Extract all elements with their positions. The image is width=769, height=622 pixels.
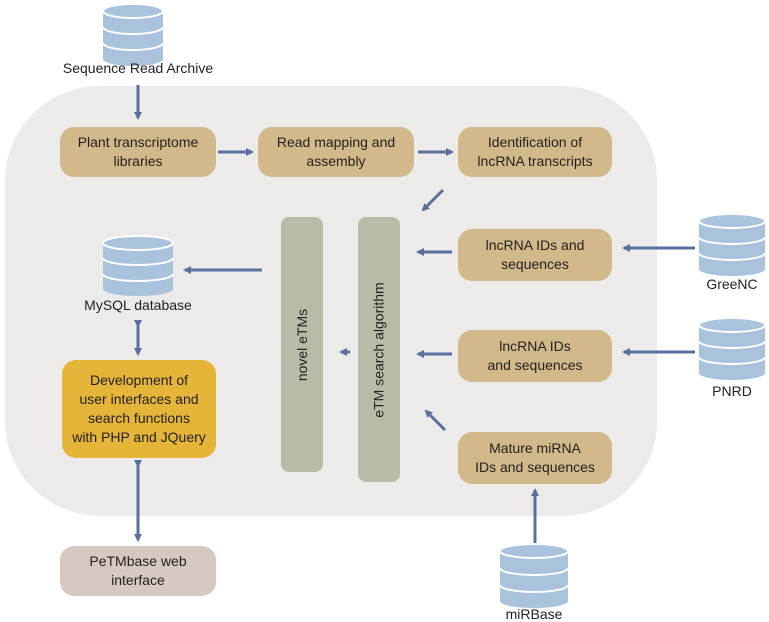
bar-etm-search-algorithm-label: eTM search algorithm — [371, 281, 388, 418]
arrow-identification-to-algorithm — [421, 188, 445, 212]
label-sra: Sequence Read Archive — [62, 60, 214, 76]
box-plant-transcriptome: Plant transcriptome libraries — [60, 127, 216, 177]
box-lncrna-ids-1: lncRNA IDs and sequences — [458, 229, 612, 281]
database-icon-sra — [102, 3, 164, 66]
bar-etm-search-algorithm: eTM search algorithm — [358, 217, 400, 482]
label-mirbase: miRBase — [505, 606, 563, 622]
database-icon-mirbase — [499, 543, 569, 608]
label-mysql: MySQL database — [84, 297, 192, 313]
database-icon-pnrd — [698, 317, 766, 380]
box-lncrna-ids-2: lncRNA IDs and sequences — [458, 330, 612, 382]
database-icon-greenc — [698, 213, 766, 276]
box-identification: Identification of lncRNA transcripts — [458, 127, 612, 177]
box-development: Development of user interfaces and searc… — [62, 360, 216, 458]
arrow-mature-to-algorithm — [424, 409, 447, 432]
box-mature-mirna: Mature miRNA IDs and sequences — [458, 432, 612, 484]
bar-novel-etms: novel eTMs — [281, 217, 323, 472]
label-pnrd: PNRD — [712, 383, 752, 399]
box-read-mapping: Read mapping and assembly — [258, 127, 414, 177]
label-greenc: GreeNC — [706, 276, 758, 292]
database-icon-mysql — [102, 235, 174, 296]
bar-novel-etms-label: novel eTMs — [294, 308, 311, 381]
box-web-interface: PeTMbase web interface — [60, 546, 216, 596]
